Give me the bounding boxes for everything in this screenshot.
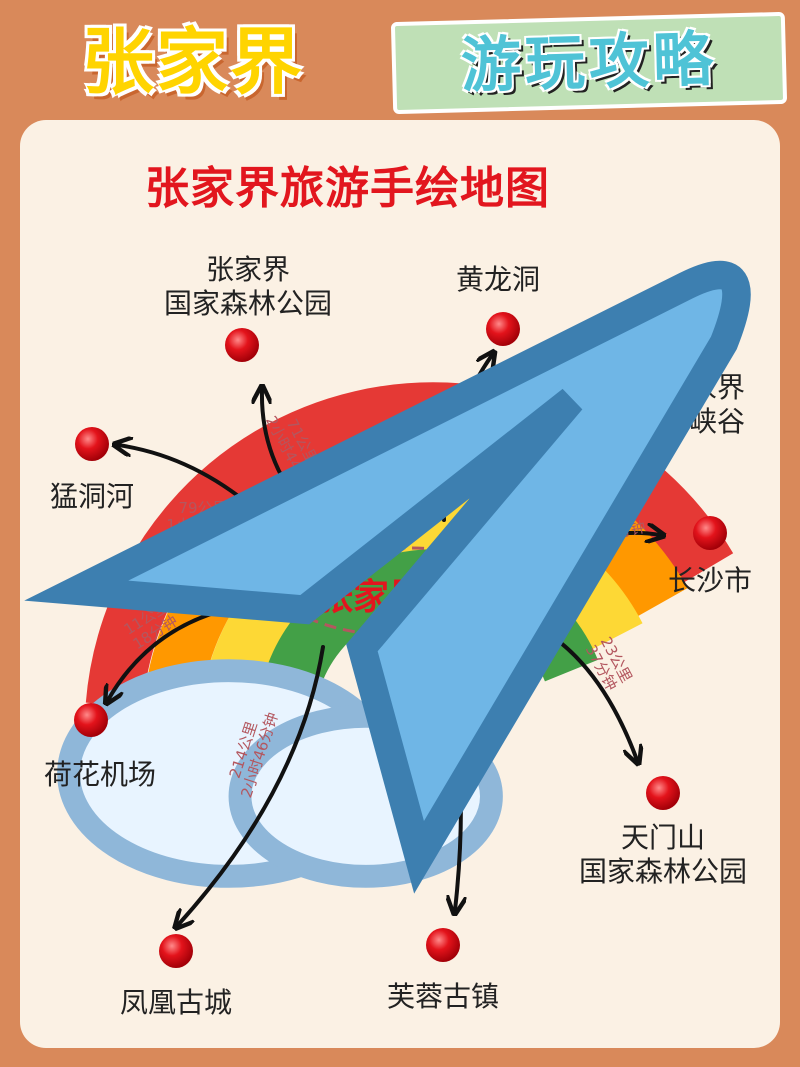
destination-label-changsha: 长沙市 xyxy=(668,564,752,598)
destination-name-line: 黄龙洞 xyxy=(455,263,541,296)
marker-changsha xyxy=(693,516,727,550)
destination-label-forest-park: 张家界国家森林公园 xyxy=(164,253,332,321)
destination-label-fenghuang: 凤凰古城 xyxy=(120,986,232,1020)
marker-fenghuang xyxy=(159,934,193,968)
header-title-left-text: 张家界 xyxy=(81,20,304,104)
marker-furong xyxy=(426,928,460,962)
destination-name-line: 芙蓉古镇 xyxy=(386,980,500,1013)
destination-name-line: 张家界 xyxy=(205,253,291,286)
destination-name-line: 猛洞河 xyxy=(49,480,135,513)
route-arrow-fenghuang xyxy=(178,645,325,925)
marker-forest-park xyxy=(225,328,259,362)
destination-name-line: 长沙市 xyxy=(667,564,753,597)
destination-name-line: 荷花机场 xyxy=(43,758,157,791)
header-title-left: 张家界 xyxy=(18,10,368,115)
destination-name-line: 凤凰古城 xyxy=(119,986,233,1019)
destination-label-airport: 荷花机场 xyxy=(44,758,156,792)
destination-label-menghe: 猛洞河 xyxy=(50,480,134,514)
destination-label-huanglong: 黄龙洞 xyxy=(456,263,540,297)
destination-name-line: 国家森林公园 xyxy=(163,287,333,320)
destination-name-line: 国家森林公园 xyxy=(578,855,748,888)
destination-name-line: 天门山 xyxy=(620,821,706,854)
marker-tianmen xyxy=(646,776,680,810)
marker-airport xyxy=(74,703,108,737)
marker-huanglong xyxy=(486,312,520,346)
destination-label-tianmen: 天门山国家森林公园 xyxy=(579,821,747,889)
marker-menghe xyxy=(75,427,109,461)
map-title: 张家界旅游手绘地图 xyxy=(145,163,550,214)
destination-label-furong: 芙蓉古镇 xyxy=(387,980,499,1014)
